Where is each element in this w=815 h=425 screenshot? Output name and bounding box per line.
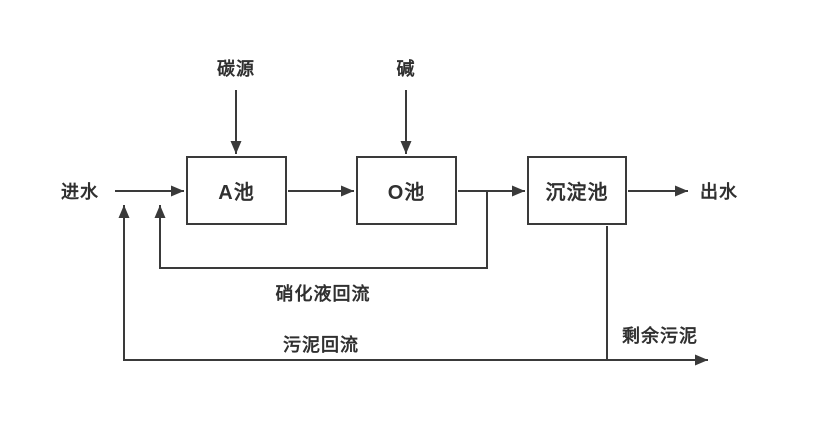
label-nitrified-liquid-return: 硝化液回流: [275, 284, 371, 304]
nitrified-liquid-return-line: [154, 191, 488, 269]
node-o-tank: O池: [356, 156, 457, 225]
node-a-tank-label: A池: [218, 182, 255, 204]
label-sludge-return: 污泥回流: [283, 335, 359, 355]
label-excess-sludge: 剩余污泥: [622, 326, 698, 346]
sludge-return-line: [118, 205, 608, 361]
label-influent: 进水: [61, 182, 99, 202]
node-a-tank: A池: [186, 156, 287, 225]
node-o-tank-label: O池: [387, 182, 426, 204]
node-sedimentation-tank-label: 沉淀池: [545, 182, 609, 204]
label-alkali: 碱: [396, 59, 416, 79]
label-effluent: 出水: [700, 182, 738, 202]
node-sedimentation-tank: 沉淀池: [527, 156, 627, 225]
label-carbon-source: 碳源: [217, 59, 255, 79]
